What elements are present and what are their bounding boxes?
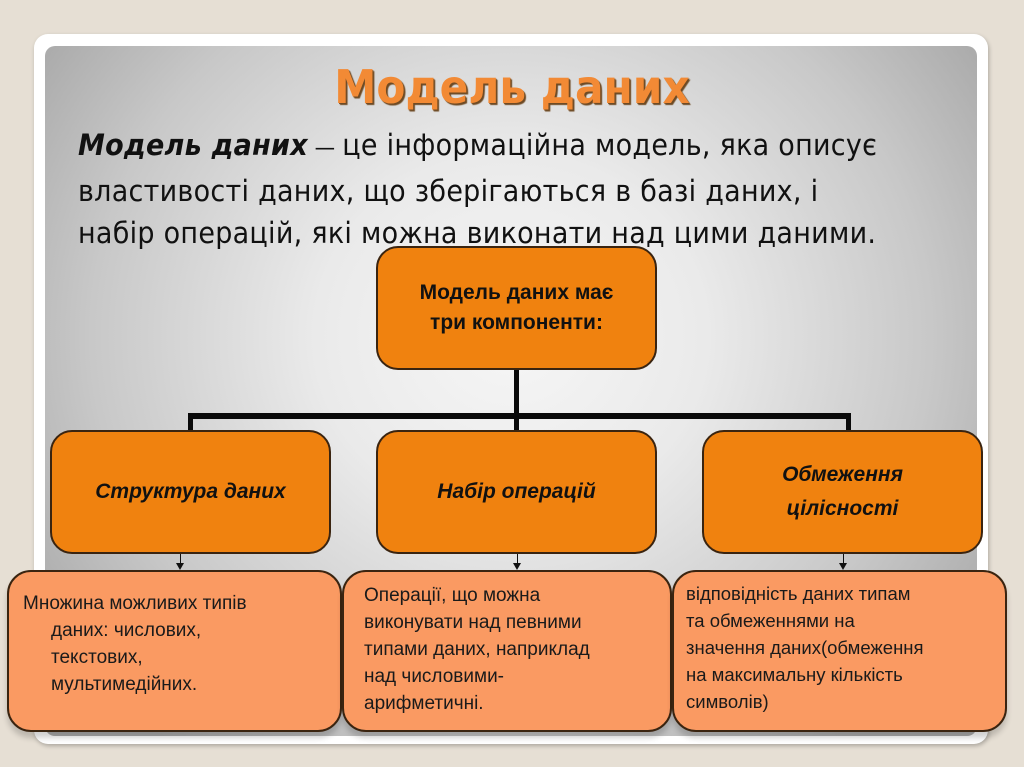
component-label: Набір операцій: [437, 480, 596, 503]
description-operations-set: Операції, що можна виконувати над певним…: [342, 570, 672, 732]
definition-dash: —: [307, 136, 343, 161]
description-integrity-constraints: відповідність даних типам та обмеженнями…: [672, 570, 1007, 732]
slide-title: Модель даних: [334, 60, 690, 114]
description-line: виконувати над певними: [364, 612, 582, 633]
definition-term: Модель даних: [78, 128, 308, 162]
description-line: Множина можливих типів: [23, 593, 247, 614]
component-label: Структура даних: [95, 480, 286, 503]
arrow-down-icon: [839, 554, 847, 570]
description-line: символів): [686, 691, 769, 712]
definition-body: це інформаційна модель, яка описує власт…: [78, 128, 878, 250]
description-line: Операції, що можна: [364, 585, 541, 606]
description-line: даних: числових,: [51, 620, 202, 641]
component-integrity-constraints: Обмеження цілісності: [702, 430, 983, 554]
connector-right-drop: [846, 413, 851, 431]
description-line: над числовими-: [364, 666, 505, 687]
component-label-line2: цілісності: [786, 497, 899, 520]
description-line: значення даних(обмеження: [686, 637, 924, 658]
component-data-structure: Структура даних: [50, 430, 331, 554]
component-operations-set: Набір операцій: [376, 430, 657, 554]
component-label-line1: Обмеження: [782, 463, 903, 486]
arrow-down-icon: [176, 554, 184, 570]
root-node: Модель даних має три компоненти:: [376, 246, 657, 370]
description-line: арифметичні.: [364, 693, 484, 714]
root-node-line2: три компоненти:: [430, 311, 603, 334]
description-line: відповідність даних типам: [686, 583, 911, 604]
definition-text: Модель даних — це інформаційна модель, я…: [78, 124, 896, 254]
description-line: типами даних, наприклад: [364, 639, 590, 660]
connector-horizontal-bar: [188, 413, 850, 419]
connector-left-drop: [188, 413, 193, 431]
description-line: та обмеженнями на: [686, 610, 855, 631]
description-line: мультимедійних.: [51, 674, 198, 695]
root-node-line1: Модель даних має: [419, 281, 614, 304]
description-line: текстових,: [51, 647, 143, 668]
description-data-structure: Множина можливих типів даних: числових, …: [7, 570, 342, 732]
arrow-down-icon: [513, 554, 521, 570]
connector-root-stem: [514, 368, 519, 430]
description-line: на максимальну кількість: [686, 664, 903, 685]
